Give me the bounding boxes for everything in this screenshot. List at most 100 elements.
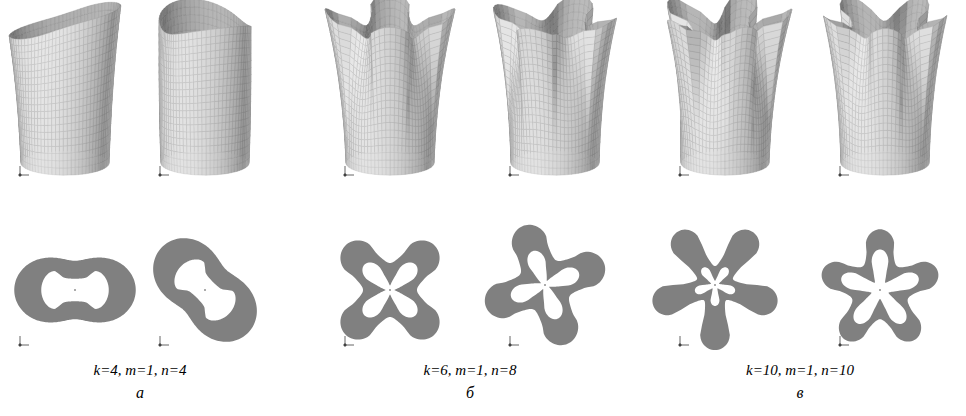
mesh-cell xyxy=(56,139,60,146)
mesh-cell xyxy=(56,132,60,139)
mesh-cell xyxy=(41,125,44,132)
mesh-cell xyxy=(70,18,74,26)
mesh-cell xyxy=(32,118,35,125)
mesh-cell xyxy=(42,20,46,28)
mesh-cell xyxy=(83,105,87,114)
mesh-cell xyxy=(67,160,71,168)
mesh-cell xyxy=(87,50,91,59)
mesh-cell xyxy=(60,51,64,59)
mesh-cell xyxy=(83,67,87,76)
mesh-cell xyxy=(29,105,32,112)
mesh-cell xyxy=(29,98,32,105)
mesh-cell xyxy=(35,36,39,44)
mesh-cell xyxy=(26,98,29,105)
mesh-cell xyxy=(71,55,75,64)
mesh-cell xyxy=(35,112,38,119)
mesh-cell xyxy=(52,161,56,168)
mesh-cell xyxy=(79,151,83,159)
mesh-cell xyxy=(101,15,105,24)
mesh-cell xyxy=(48,118,52,125)
mesh-cell xyxy=(67,63,71,72)
mesh-cell xyxy=(208,17,212,26)
mesh-cell xyxy=(82,159,86,167)
mesh-cell xyxy=(52,74,56,82)
mesh-cell xyxy=(79,144,83,152)
mesh-cell xyxy=(93,110,96,119)
mesh-cell xyxy=(48,153,52,160)
mesh-cell xyxy=(45,139,49,146)
mesh-cell xyxy=(49,46,53,54)
mesh-cell xyxy=(20,71,23,78)
mesh-cell xyxy=(75,39,79,48)
mesh-cell xyxy=(24,117,26,124)
mesh-cell xyxy=(56,29,60,38)
mesh-cell xyxy=(96,124,99,133)
mesh-cell xyxy=(63,79,67,87)
mesh-cell xyxy=(93,141,96,150)
mesh-cell xyxy=(208,9,213,18)
mesh-cell xyxy=(75,137,79,145)
mesh-cell xyxy=(95,4,99,12)
mesh-cell xyxy=(31,85,34,92)
mesh-cell xyxy=(56,125,60,133)
mesh-cell xyxy=(60,168,64,175)
mesh-cell xyxy=(63,146,67,154)
mesh-cell xyxy=(96,132,99,141)
mesh-cell xyxy=(26,111,29,118)
mesh-cell xyxy=(60,28,64,37)
mesh-cell xyxy=(59,95,63,103)
mesh-cell xyxy=(59,102,63,110)
mesh-cell xyxy=(105,2,108,10)
mesh-cell xyxy=(79,91,83,100)
mesh-cell xyxy=(181,7,186,15)
mesh-cell xyxy=(52,67,56,75)
mesh-cell xyxy=(93,117,96,126)
mesh-cell xyxy=(79,106,83,114)
mesh-cell xyxy=(41,167,45,174)
mesh-cell xyxy=(20,59,23,66)
mesh-cell xyxy=(19,46,22,52)
mesh-cell xyxy=(75,114,79,122)
mesh-cell xyxy=(213,3,217,12)
mesh-cell xyxy=(177,8,181,17)
mesh-cell xyxy=(56,117,60,125)
mesh-cell xyxy=(35,152,38,159)
mesh-cell xyxy=(31,105,34,112)
mesh-cell xyxy=(32,145,35,152)
mesh-cell xyxy=(71,152,75,160)
mesh-cell xyxy=(83,90,87,99)
mesh-cell xyxy=(38,35,42,43)
mesh-cell xyxy=(49,39,53,47)
mesh-cell xyxy=(83,44,87,53)
mesh-cell xyxy=(86,158,89,166)
mesh-cell xyxy=(63,87,67,95)
mesh-cell xyxy=(31,91,34,98)
mesh-cell xyxy=(185,7,190,15)
mesh-cell xyxy=(46,18,50,26)
mesh-cell xyxy=(67,12,71,20)
mesh-cell xyxy=(22,65,25,72)
mesh-cell xyxy=(63,131,67,139)
mesh-cell xyxy=(98,163,101,172)
mesh-cell xyxy=(92,18,97,27)
mesh-cell xyxy=(38,152,41,159)
mesh-cell xyxy=(95,156,98,165)
mesh-cell xyxy=(29,118,32,125)
mesh-cell xyxy=(89,142,92,151)
mesh-cell xyxy=(56,168,60,175)
mesh-cell xyxy=(71,40,75,49)
mesh-cell xyxy=(98,62,102,71)
mesh-cell xyxy=(27,130,30,137)
mesh-cell xyxy=(63,49,67,58)
mesh-cell xyxy=(217,5,221,14)
mesh-cell xyxy=(67,71,71,79)
mesh-cell xyxy=(19,52,22,59)
mesh-cell xyxy=(87,89,91,98)
mesh-cell xyxy=(67,41,71,50)
mesh-cell xyxy=(45,76,49,84)
mesh-cell xyxy=(23,78,26,85)
mesh-cell xyxy=(51,17,55,25)
mesh-cell xyxy=(98,139,101,148)
